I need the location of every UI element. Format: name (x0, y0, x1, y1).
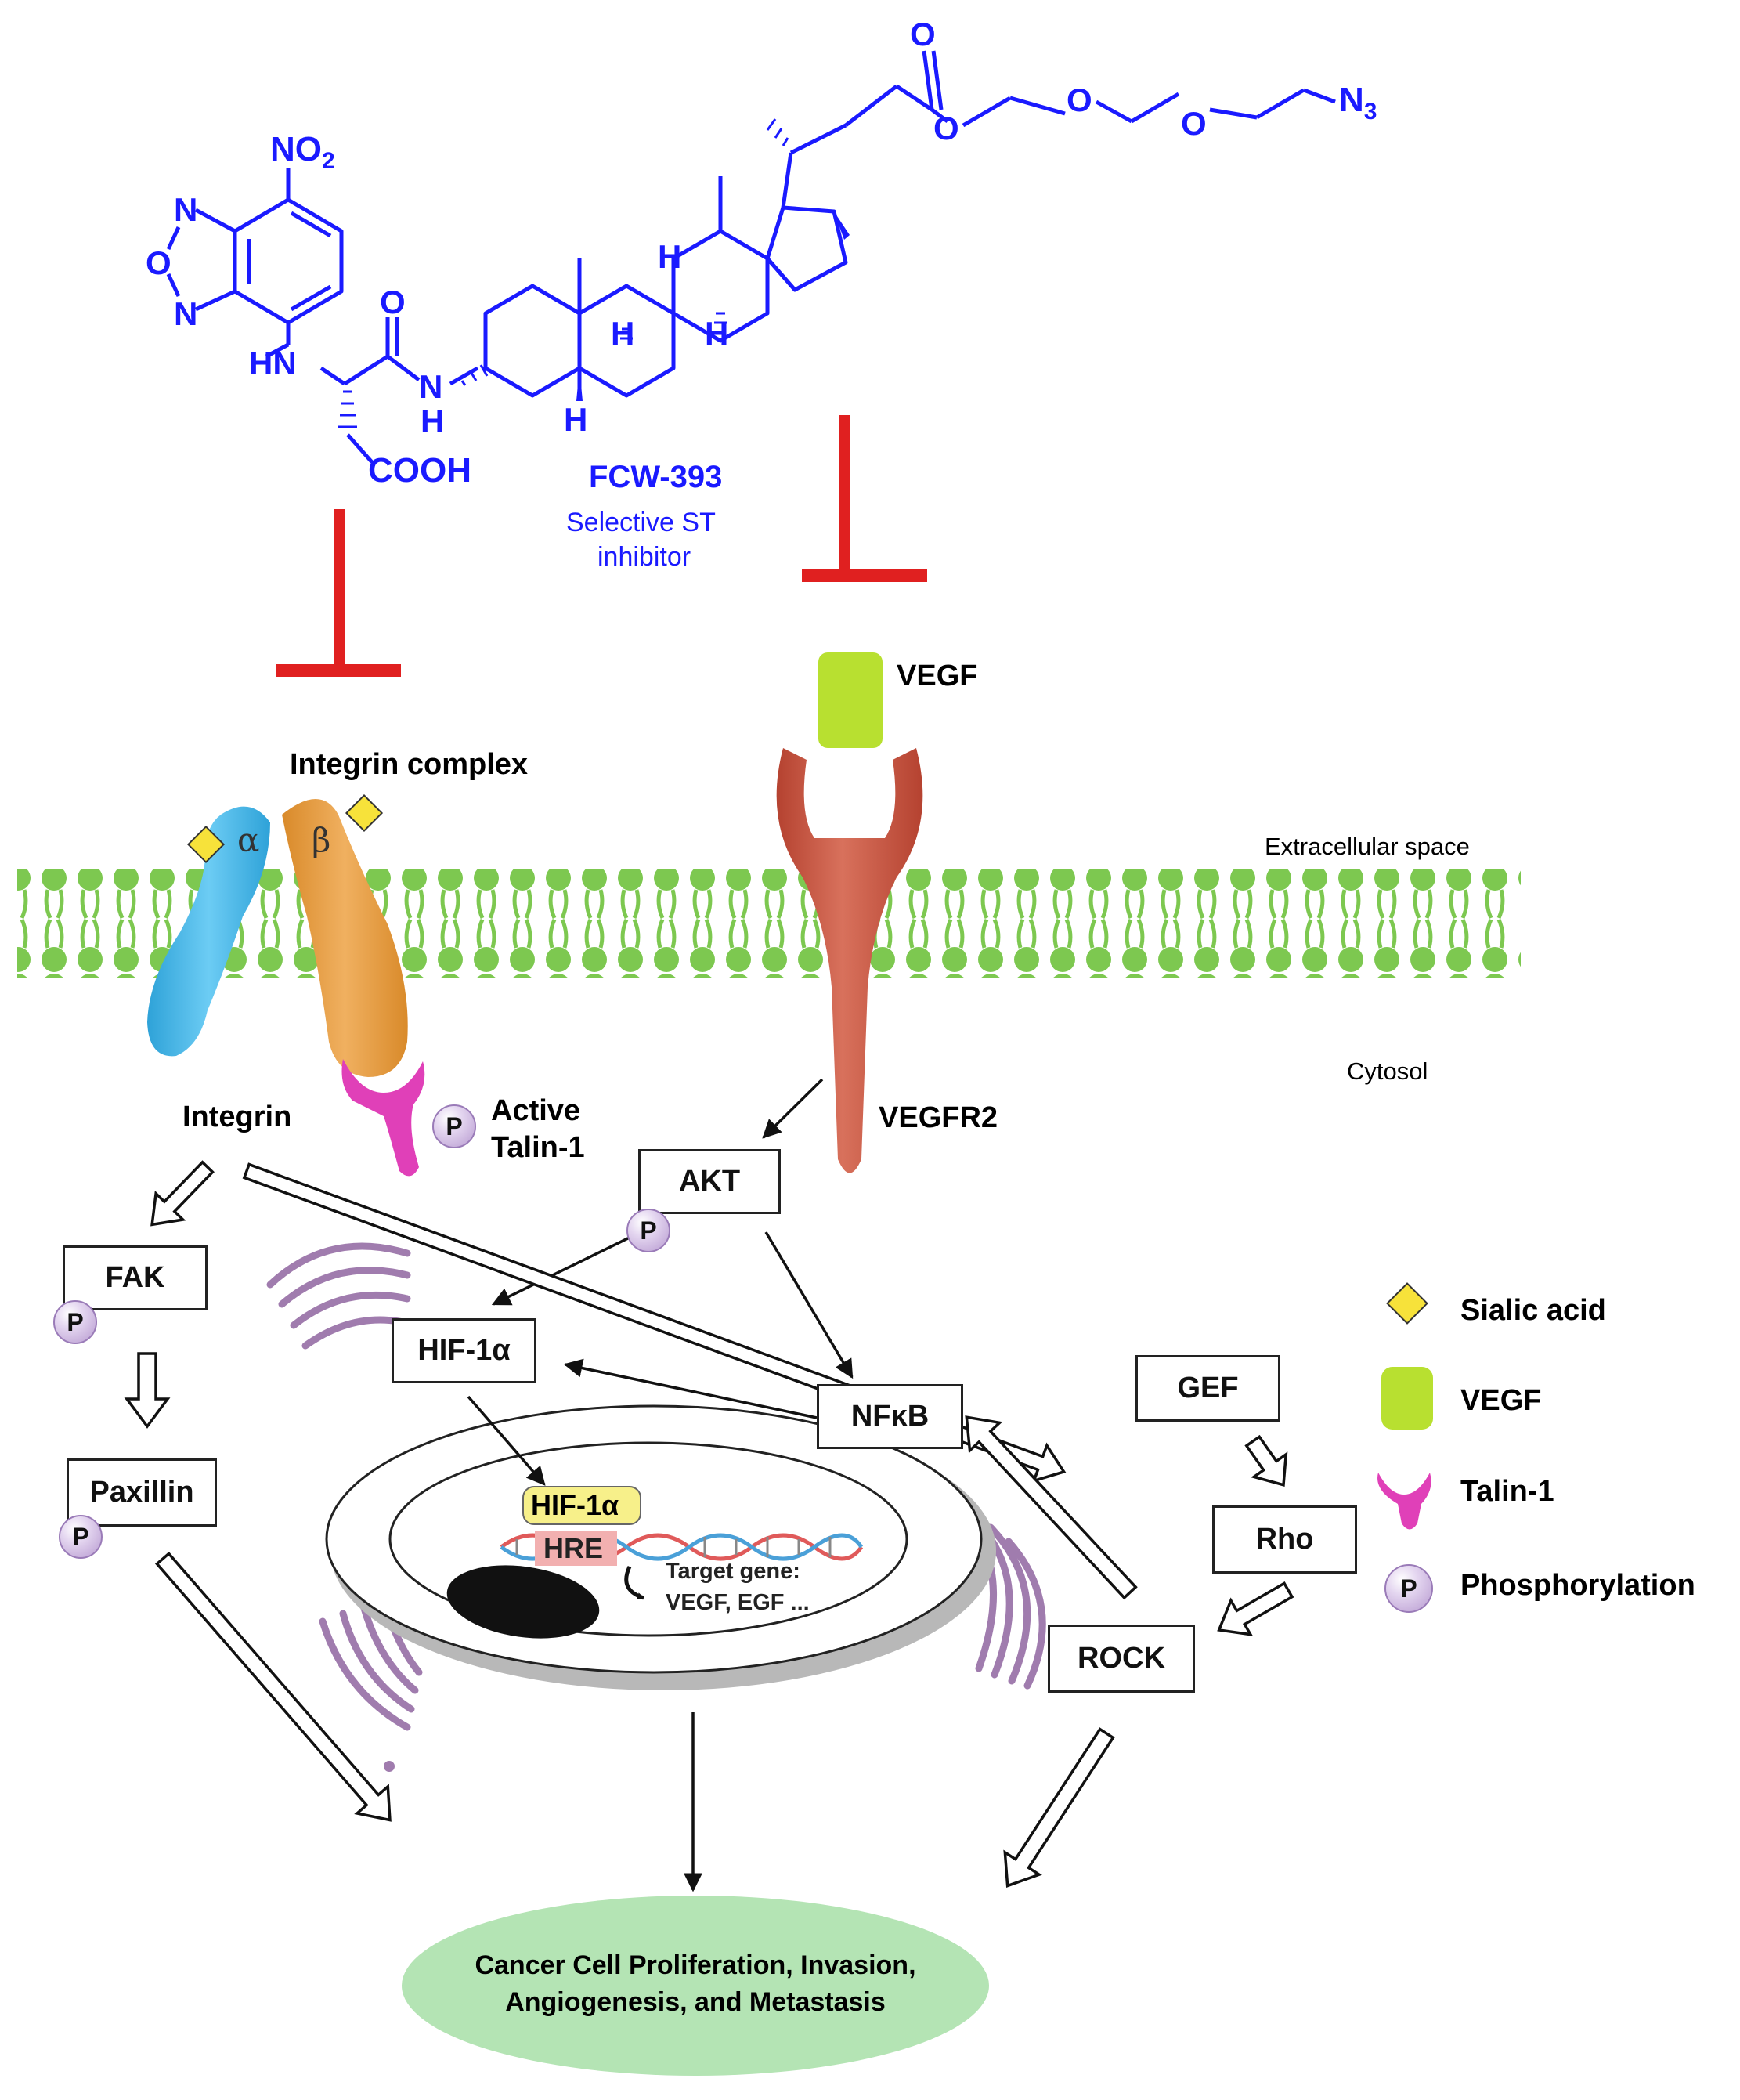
legend-item-sialic-acid: Sialic acid (1460, 1294, 1606, 1327)
cooh-label: COOH (368, 451, 471, 490)
integrin-alpha-subunit (147, 806, 270, 1057)
node-fak: FAK (63, 1245, 208, 1310)
talin-1-protein (341, 1059, 425, 1177)
active-talin-label-1: Active (491, 1094, 581, 1127)
node-rock: ROCK (1048, 1625, 1195, 1693)
ether-o-label-2: O (1181, 105, 1207, 142)
n3-label: N3 (1339, 81, 1377, 125)
sialic-acid-alpha (186, 825, 226, 864)
phospho-talin: P (432, 1104, 476, 1148)
h-label-b-ring: H (611, 315, 634, 352)
lipid-bilayer (17, 869, 1521, 978)
inhibition-bar-vegf (802, 415, 927, 582)
integrin-complex-label: Integrin complex (290, 748, 529, 781)
no2-label: NO2 (270, 130, 335, 174)
node-rho: Rho (1212, 1505, 1357, 1574)
n-label-top: N (174, 191, 197, 228)
n-label-bottom: N (174, 295, 197, 332)
hollow-arrow-rock-nfkb (965, 1415, 1138, 1600)
extracellular-space-label: Extracellular space (1265, 833, 1470, 860)
legend-item-vegf: VEGF (1460, 1384, 1542, 1417)
amide-h-label: H (421, 403, 444, 439)
node-akt: AKT (638, 1149, 781, 1214)
h-label-b-ring-bottom: H (564, 401, 587, 438)
legend-item-phosphorylation: Phosphorylation (1460, 1569, 1695, 1602)
amide-n-label: N (419, 368, 442, 405)
nucleus-hif-highlight (522, 1486, 641, 1525)
compound-name: FCW-393 (589, 460, 722, 494)
vegf-ligand (818, 652, 883, 748)
node-gef: GEF (1135, 1355, 1280, 1422)
o-label-ring: O (146, 244, 171, 281)
hollow-arrow-fak-paxillin (124, 1352, 171, 1429)
node-hif-1a: HIF-1α (392, 1318, 536, 1383)
bold-wedge-bonds (576, 211, 850, 401)
legend-icon-green-rounded-square (1381, 1367, 1433, 1430)
arrow-hif-nucleus (467, 1395, 546, 1486)
integrin-label: Integrin (182, 1101, 292, 1133)
legend-icon-purple-p-circle: P (1384, 1564, 1433, 1613)
compound-desc-line2: inhibitor (597, 542, 691, 572)
active-talin-label-2: Talin-1 (491, 1131, 585, 1164)
golgi-left-bottom (319, 1594, 423, 1731)
sialic-acid-beta (345, 793, 384, 833)
vegf-label: VEGF (897, 660, 978, 692)
hollow-arrow-gef-rho (1244, 1434, 1288, 1487)
ether-o-label-1: O (1067, 81, 1092, 118)
legend-item-talin-1: Talin-1 (1460, 1475, 1554, 1508)
hollow-arrow-rho-rock (1217, 1581, 1294, 1636)
hollow-arrow-integrin-fak (150, 1160, 215, 1227)
target-gene-label-1: Target gene: (666, 1559, 800, 1584)
arrow-nfkb-hif (563, 1358, 818, 1419)
arrow-vegfr2-akt (762, 1078, 824, 1139)
outcome-line2: Angiogenesis, and Metastasis (505, 1987, 886, 2017)
hollow-arrow-paxillin-outcome (154, 1551, 392, 1822)
alpha-label: α (237, 821, 260, 859)
vegfr2-label: VEGFR2 (879, 1101, 998, 1134)
nucleus-hif-label: HIF-1α (531, 1489, 619, 1521)
hre-label: HRE (543, 1532, 604, 1564)
inhibition-bar-integrin (276, 509, 401, 677)
hre-highlight (535, 1531, 617, 1566)
arrow-akt-nfkb (764, 1231, 854, 1379)
phospho-akt: P (626, 1209, 670, 1252)
phospho-paxillin: P (59, 1515, 103, 1559)
transcription-arrow (624, 1565, 644, 1600)
ester-carbonyl-o-label: O (910, 16, 936, 52)
target-gene-label-2: VEGF, EGF ... (666, 1590, 810, 1615)
integrin-beta-subunit (282, 799, 408, 1077)
hollow-arrow-rock-outcome (1003, 1727, 1115, 1888)
nucleolus (446, 1565, 600, 1639)
hn-label: HN (249, 345, 297, 381)
ester-o-label: O (933, 110, 959, 146)
node-paxillin: Paxillin (67, 1458, 217, 1527)
carbonyl-o-label: O (380, 284, 406, 320)
arrow-akt-hif (491, 1231, 641, 1306)
fcw-393-structure (166, 50, 1336, 464)
outcome-line1: Cancer Cell Proliferation, Invasion, (475, 1950, 916, 1980)
phospho-fak: P (53, 1300, 97, 1344)
h-label-c-ring-top: H (658, 238, 681, 275)
legend-icon-magenta-y-shape (1377, 1473, 1431, 1530)
h-label-c-ring: H (705, 315, 728, 352)
cytosol-label: Cytosol (1347, 1057, 1428, 1085)
legend-icon-yellow-diamond (1386, 1282, 1428, 1325)
vegfr2-receptor (776, 748, 923, 1173)
node-nfkb: NFκB (817, 1384, 963, 1449)
outcome-ellipse (402, 1896, 989, 2076)
compound-desc-line1: Selective ST (566, 508, 716, 537)
thin-arrows (467, 1078, 854, 1892)
beta-label: β (312, 821, 331, 859)
